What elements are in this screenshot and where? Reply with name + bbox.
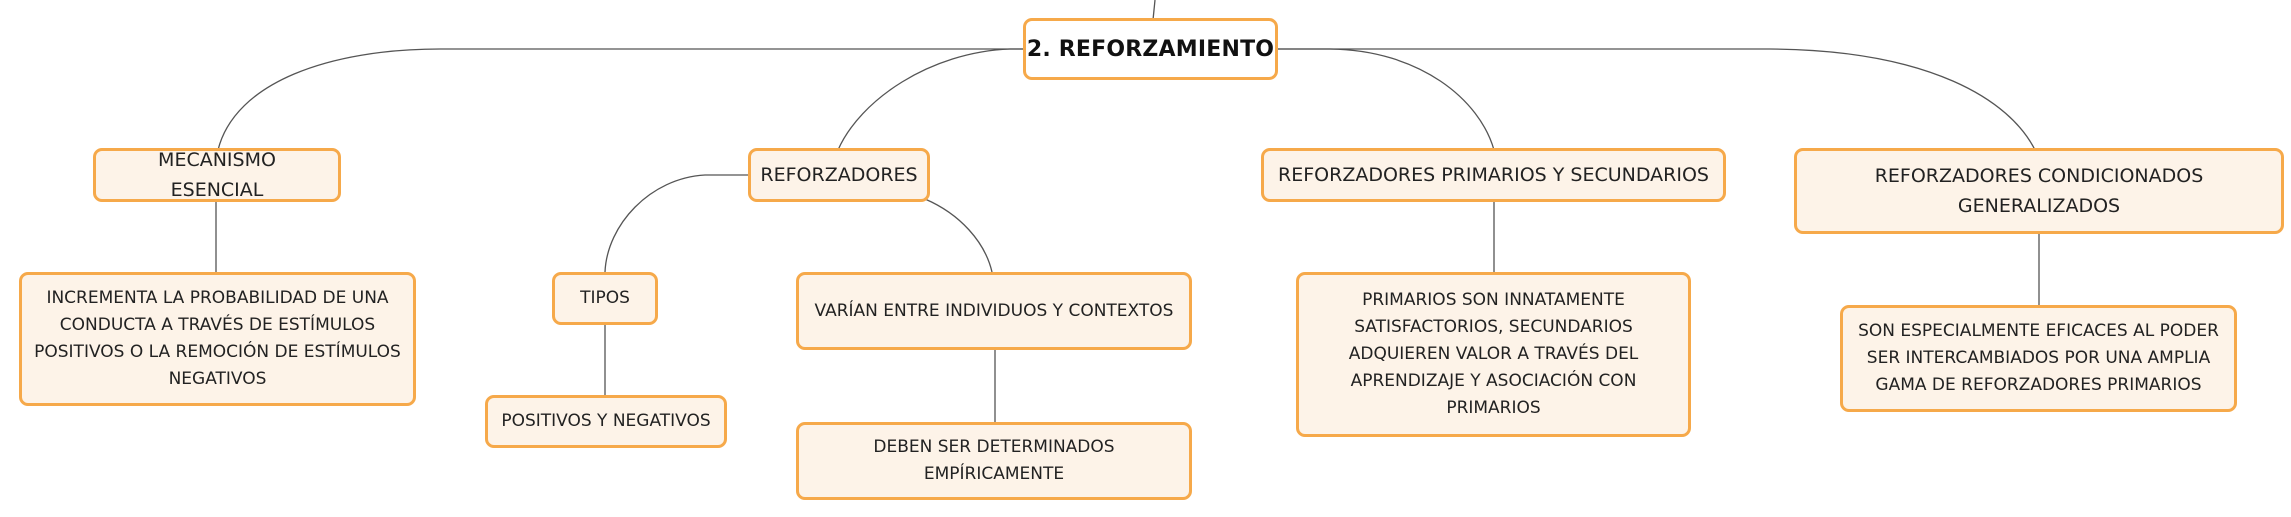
node-label: INCREMENTA LA PROBABILIDAD DE UNA CONDUC… <box>34 288 401 389</box>
node-positivos-negativos[interactable]: POSITIVOS Y NEGATIVOS <box>485 395 727 448</box>
root-label: 2. REFORZAMIENTO <box>1026 36 1275 62</box>
node-label: POSITIVOS Y NEGATIVOS <box>501 411 711 431</box>
connector-root-parent <box>1152 0 1156 21</box>
node-primarios-innatamente[interactable]: PRIMARIOS SON INNATAMENTE SATISFACTORIOS… <box>1296 272 1691 437</box>
node-reforzadores-primarios-secundarios[interactable]: REFORZADORES PRIMARIOS Y SECUNDARIOS <box>1261 148 1726 202</box>
connector-root-reforzadores <box>837 48 1023 151</box>
node-label: REFORZADORES PRIMARIOS Y SECUNDARIOS <box>1278 164 1709 186</box>
node-deben-ser-determinados[interactable]: DEBEN SER DETERMINADOS EMPÍRICAMENTE <box>796 422 1192 500</box>
connector-reforzadores-varian <box>924 198 993 273</box>
node-tipos[interactable]: TIPOS <box>552 272 658 325</box>
node-label: MECANISMO ESENCIAL <box>158 149 276 201</box>
connector-reforzadores-tipos <box>604 174 748 273</box>
node-mecanismo-esencial[interactable]: MECANISMO ESENCIAL <box>93 148 341 202</box>
connector-root-condicionados <box>1278 48 2036 151</box>
node-label: PRIMARIOS SON INNATAMENTE SATISFACTORIOS… <box>1348 290 1639 418</box>
node-label: REFORZADORES CONDICIONADOS GENERALIZADOS <box>1874 165 2204 217</box>
root-node[interactable]: 2. REFORZAMIENTO <box>1023 18 1278 80</box>
node-label: DEBEN SER DETERMINADOS EMPÍRICAMENTE <box>873 437 1115 484</box>
connector-root-primarios <box>1278 48 1495 151</box>
node-label: REFORZADORES <box>760 164 918 186</box>
node-incrementa-probabilidad[interactable]: INCREMENTA LA PROBABILIDAD DE UNA CONDUC… <box>19 272 416 406</box>
node-especialmente-eficaces[interactable]: SON ESPECIALMENTE EFICACES AL PODER SER … <box>1840 305 2237 412</box>
node-label: SON ESPECIALMENTE EFICACES AL PODER SER … <box>1858 321 2219 395</box>
node-reforzadores[interactable]: REFORZADORES <box>748 148 930 202</box>
node-label: VARÍAN ENTRE INDIVIDUOS Y CONTEXTOS <box>814 300 1174 321</box>
connector-root-mecanismo <box>217 48 1023 151</box>
node-varian-individuos[interactable]: VARÍAN ENTRE INDIVIDUOS Y CONTEXTOS <box>796 272 1192 350</box>
node-label: TIPOS <box>580 288 630 308</box>
node-reforzadores-condicionados[interactable]: REFORZADORES CONDICIONADOS GENERALIZADOS <box>1794 148 2284 234</box>
